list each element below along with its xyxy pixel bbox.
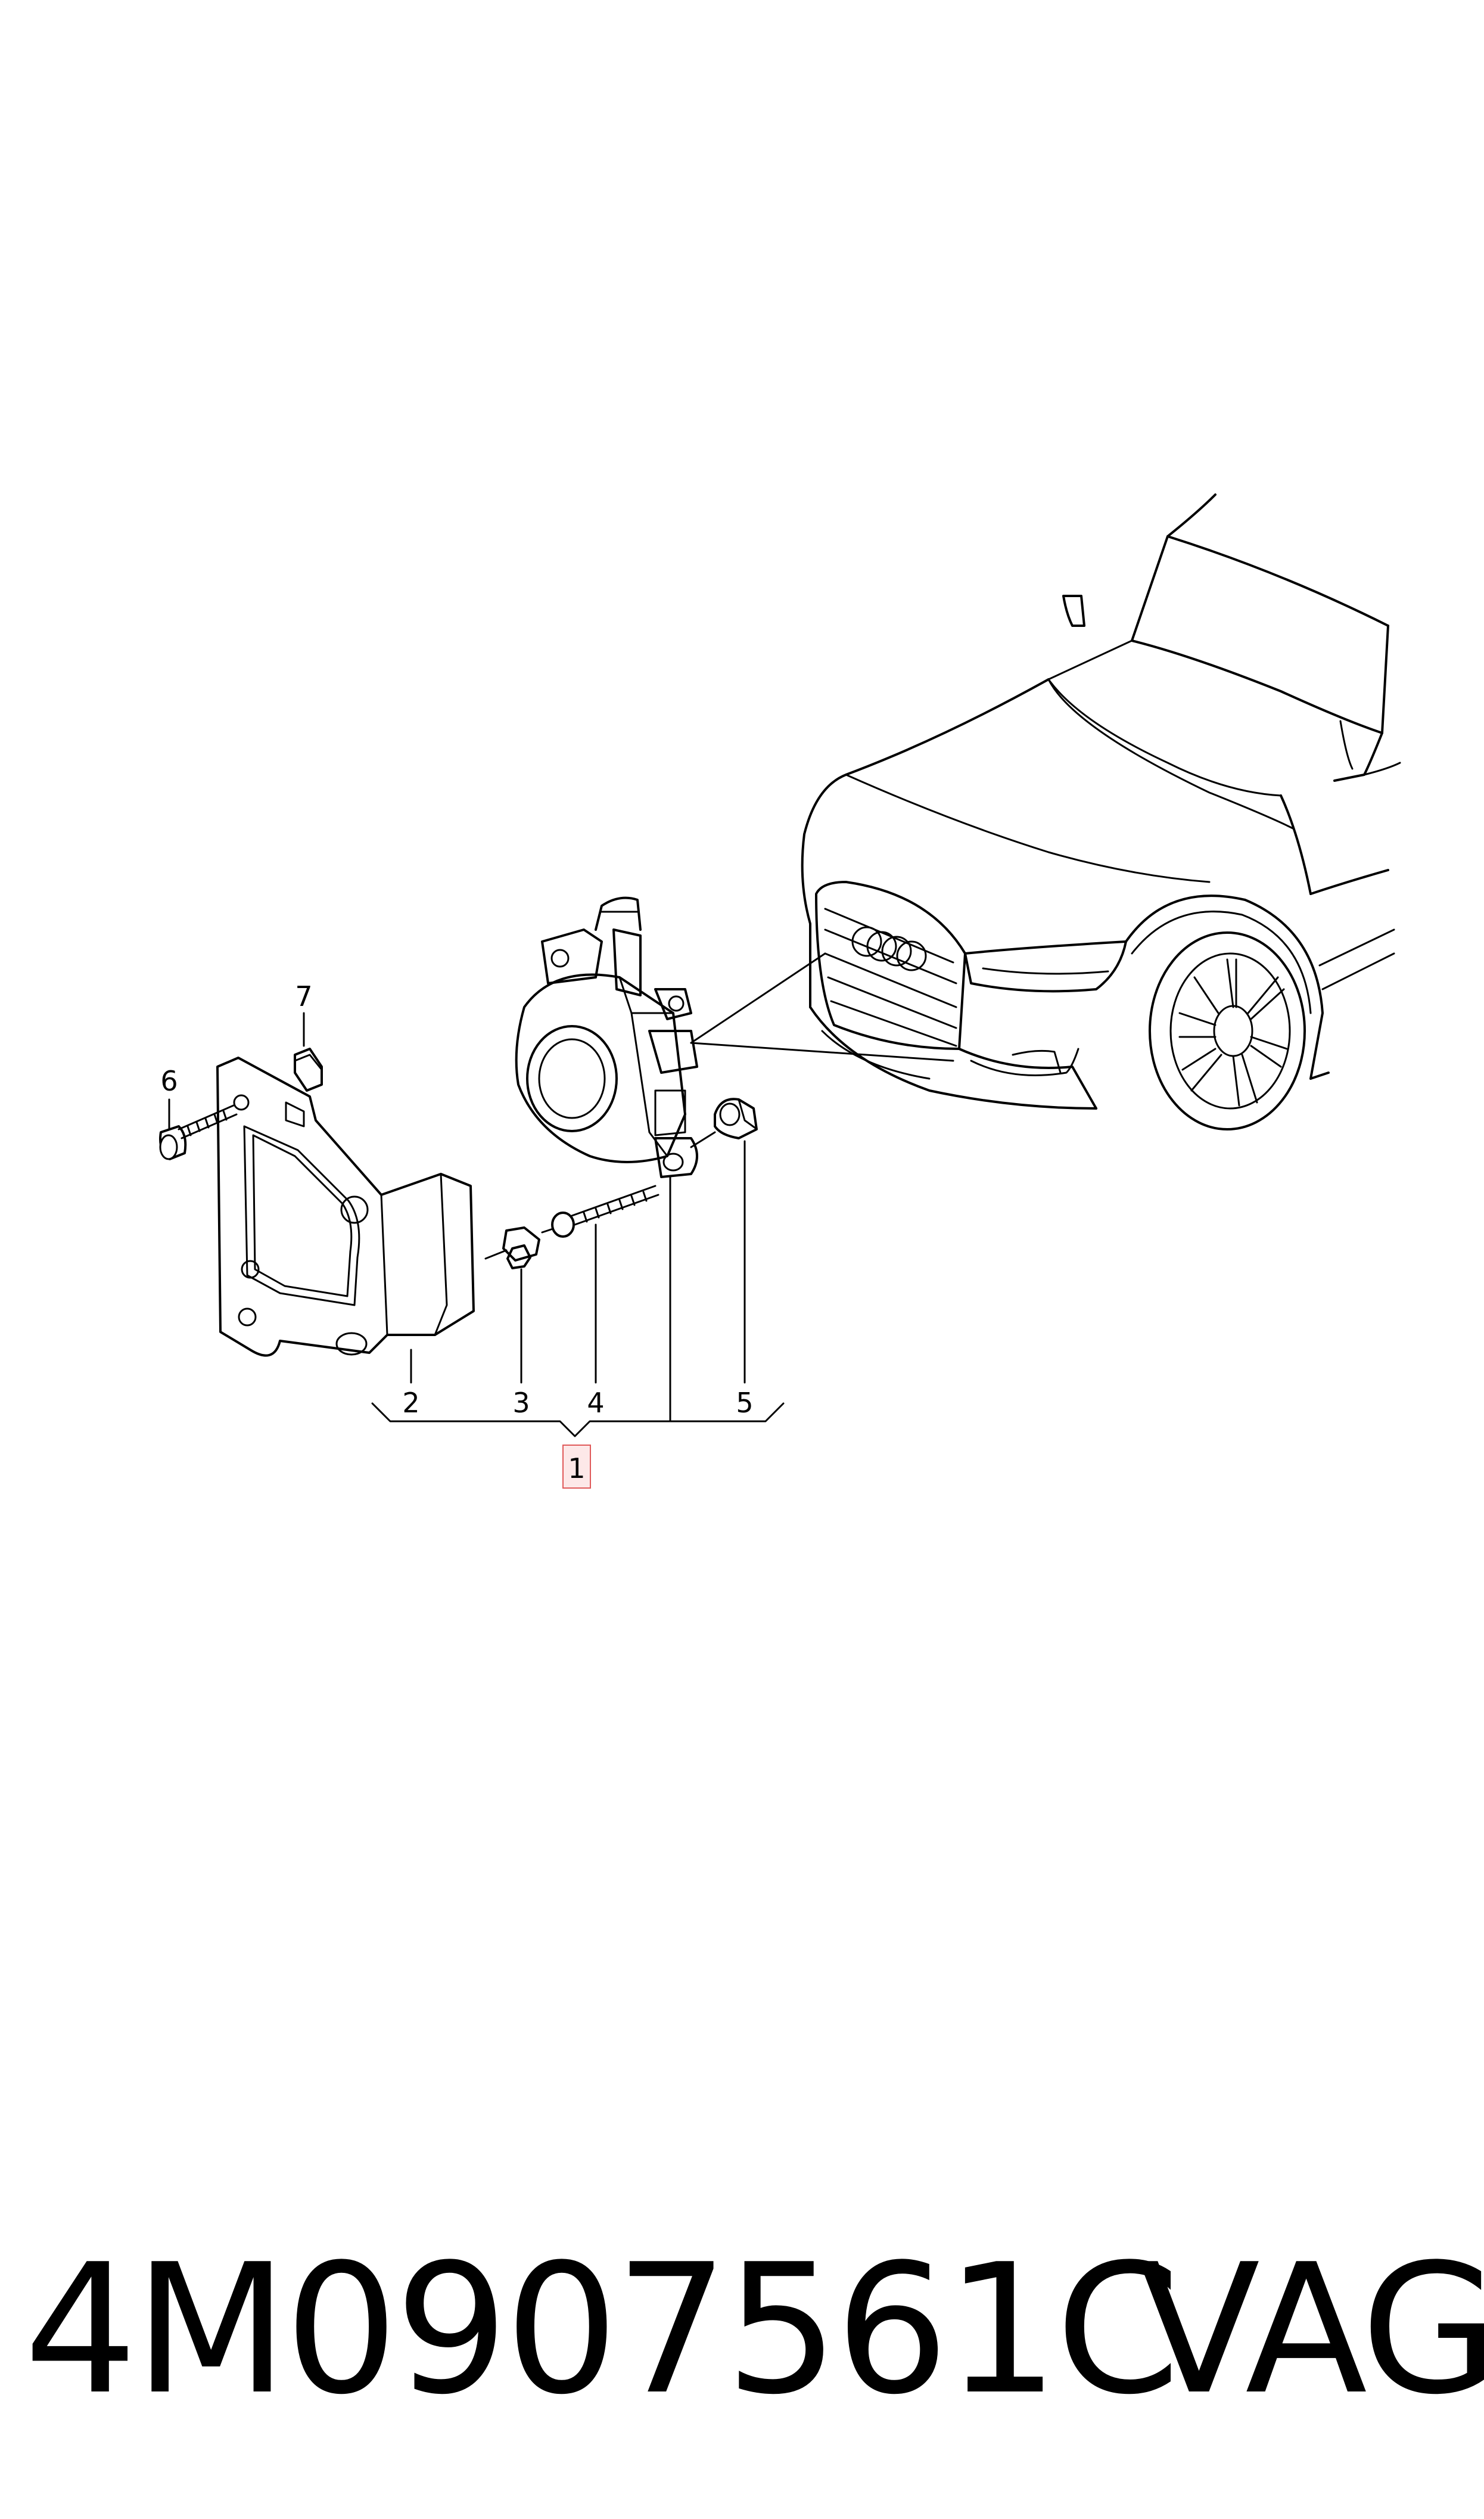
mounting-bracket [216,1057,475,1357]
brand-label: VAG [1138,2226,1484,2434]
callout-1-highlight [562,1445,591,1489]
callout-7[interactable]: 7 [295,980,312,1012]
ball-socket [690,1098,758,1148]
part-number: 4M0907561C [24,2226,1180,2434]
clip-nut [294,1048,323,1092]
vehicle-illustration [690,493,1401,1130]
expanding-nut [484,1226,540,1269]
callout-3[interactable]: 3 [512,1387,530,1419]
adjusting-screw [541,1185,659,1238]
callout-6[interactable]: 6 [160,1065,178,1097]
callout-1[interactable]: 1 [568,1452,585,1484]
leader-lines [168,1012,785,1437]
radar-sensor [515,896,698,1178]
callout-labels: 1 2 3 4 5 6 7 [160,980,754,1489]
callout-5[interactable]: 5 [736,1387,753,1419]
callout-4[interactable]: 4 [587,1387,604,1419]
callout-2[interactable]: 2 [402,1387,419,1419]
bolt [159,1104,238,1160]
